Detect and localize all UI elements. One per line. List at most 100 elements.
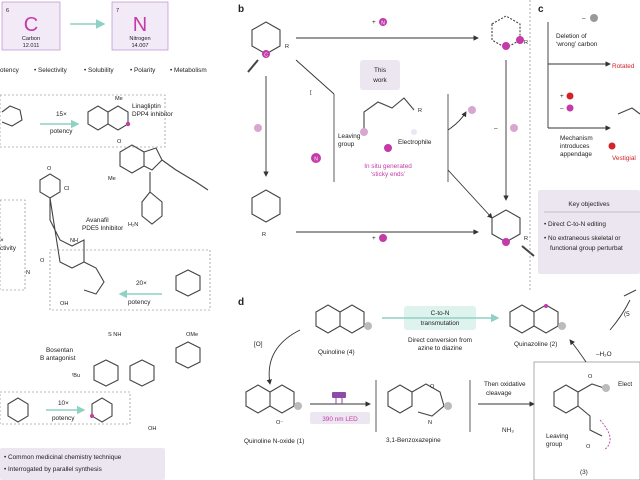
d-transmutation-1: C-to-N (431, 310, 450, 317)
b-this-work-1: This (374, 67, 386, 74)
linagliptin-ring-a (87, 105, 109, 131)
compound-3-o2: O (586, 444, 591, 450)
b-rotated-carbon (516, 36, 524, 44)
panel-c-label: c (538, 4, 544, 15)
panel-b-label: b (238, 4, 244, 15)
benzox-ring-b (411, 383, 445, 417)
b-this-work-box (360, 60, 400, 90)
b-incoming-nitrogen (311, 153, 321, 163)
n-oxide-substituent (294, 402, 302, 410)
linagliptin-ring-b (107, 105, 129, 131)
linagliptin-nitrogen (125, 121, 131, 127)
c-plus: + (560, 93, 564, 100)
footer-line-2: • Interrogated by parallel synthesis (4, 466, 102, 473)
example-2-side-label: ctivity (0, 245, 17, 252)
n-oxide-label: Quinoline N-oxide (1) (244, 438, 304, 445)
avanafil-pyrrolidine (83, 261, 105, 295)
b-leaving-1: Leaving (338, 133, 361, 140)
b-start-carbon-label: C (264, 53, 268, 59)
c-mechanism-2: introduces (560, 143, 590, 150)
bosentan-pyrimidine (129, 359, 155, 387)
carbon-symbol: C (24, 14, 38, 36)
quinazoline-ring-b (533, 304, 559, 334)
quinoline-substituent (364, 322, 372, 330)
b-leaving-arrow (447, 111, 467, 131)
avanafil-nh: NH (70, 238, 78, 244)
b-pencil-icon (247, 59, 259, 73)
c-mechanism-3: appendage (560, 151, 592, 158)
b-this-work-2: work (372, 77, 387, 84)
bosentan-ome: OMe (186, 332, 198, 338)
b-chain-nitrogen (384, 144, 392, 152)
nitrogen-symbol: N (133, 14, 147, 36)
compound-3-label: (3) (580, 469, 588, 476)
quinazoline-nitrogen (544, 304, 548, 308)
c-objectives-title: Key objectives (568, 201, 609, 208)
d-water: –H₂O (596, 351, 612, 358)
b-chain-carbon (360, 128, 368, 136)
example-3-gain: 10× (58, 400, 69, 407)
property-3: • Solubility (84, 67, 114, 74)
nitrogen-mass: 14.007 (131, 43, 148, 49)
panel-b: b C R + N R – [ This work R Leaving (238, 4, 535, 257)
example-1-fragment (1, 105, 23, 127)
d-leaving-2: group (546, 441, 563, 448)
carbon-number: 6 (6, 8, 9, 14)
b-right-minus: – (494, 125, 498, 132)
n-oxide-o: O⁻ (276, 420, 283, 426)
benzox-label: 3,1-Benzoxazepine (386, 437, 441, 444)
d-then-1: Then oxidative (484, 381, 526, 388)
nh2-label: H₂N (128, 222, 138, 228)
c-objective-2: • No extraneous skeletal or (544, 235, 621, 242)
d-oxidant: [O] (254, 341, 263, 348)
carbon-name: Carbon (22, 36, 40, 42)
bosentan-oh: OH (148, 426, 156, 432)
quinoline-label: Quinoline (4) (318, 349, 355, 356)
b-product-r: R (524, 236, 528, 242)
c-grey-carbon (590, 14, 598, 22)
example-3-box (0, 391, 131, 425)
b-in-situ-1: In situ generated (364, 163, 412, 170)
b-bottom-left-ring (251, 189, 281, 223)
c-objectives-box (538, 190, 640, 274)
compound-5-label: (5 (624, 311, 630, 318)
b-center-arrow (447, 169, 493, 219)
b-chain-end (411, 129, 417, 135)
butynyl-chain (161, 159, 209, 191)
avanafil-pyrimidine (49, 197, 85, 269)
compound-3-o: O (588, 374, 593, 380)
b-top-plus: + (372, 19, 376, 26)
b-leaving-2: group (338, 141, 355, 148)
example-3-pyrimidine (91, 397, 113, 423)
nitrogen-element-tile (111, 1, 169, 51)
example-3-name: Bosentan (46, 347, 73, 354)
b-start-ring (251, 21, 281, 55)
c-objective-3: functional group perturbat (550, 245, 623, 252)
example-2-gain-label: potency (128, 299, 151, 306)
xanthine-me: Me (108, 176, 116, 182)
panel-d-label: d (238, 297, 244, 308)
c-minus: – (582, 15, 586, 22)
panel-a: 6 C Carbon 12.011 7 N Nitrogen 14.007 ot… (0, 1, 211, 480)
c-deletion-1: Deletion of (556, 33, 587, 40)
tbu-label: ᵗBu (72, 372, 80, 379)
b-electrophile: Electrophile (398, 139, 432, 146)
benzox-n: N (428, 420, 432, 426)
d-side-arrow (609, 299, 631, 331)
b-start-carbon (262, 50, 270, 58)
d-leaving-1: Leaving (546, 433, 569, 440)
b-left-carbon (254, 124, 262, 132)
compound-3-formamide (577, 405, 603, 437)
nitrogen-name: Nitrogen (129, 36, 150, 42)
example-2-box (49, 249, 211, 311)
b-open-chain (363, 97, 415, 132)
c-objective-1: • Direct C-to-N editing (544, 221, 606, 228)
b-bottom-plus: + (372, 235, 376, 242)
c-deletion-2: ‘wrong’ carbon (556, 41, 598, 48)
compound-3-ketone (577, 383, 605, 393)
avanafil-cl: Cl (64, 186, 69, 192)
bosentan-aryl (93, 359, 119, 387)
example-3-gain-label: potency (52, 415, 75, 422)
quinoline-ring-a (315, 304, 341, 334)
d-oxidation-arrow (266, 329, 301, 385)
